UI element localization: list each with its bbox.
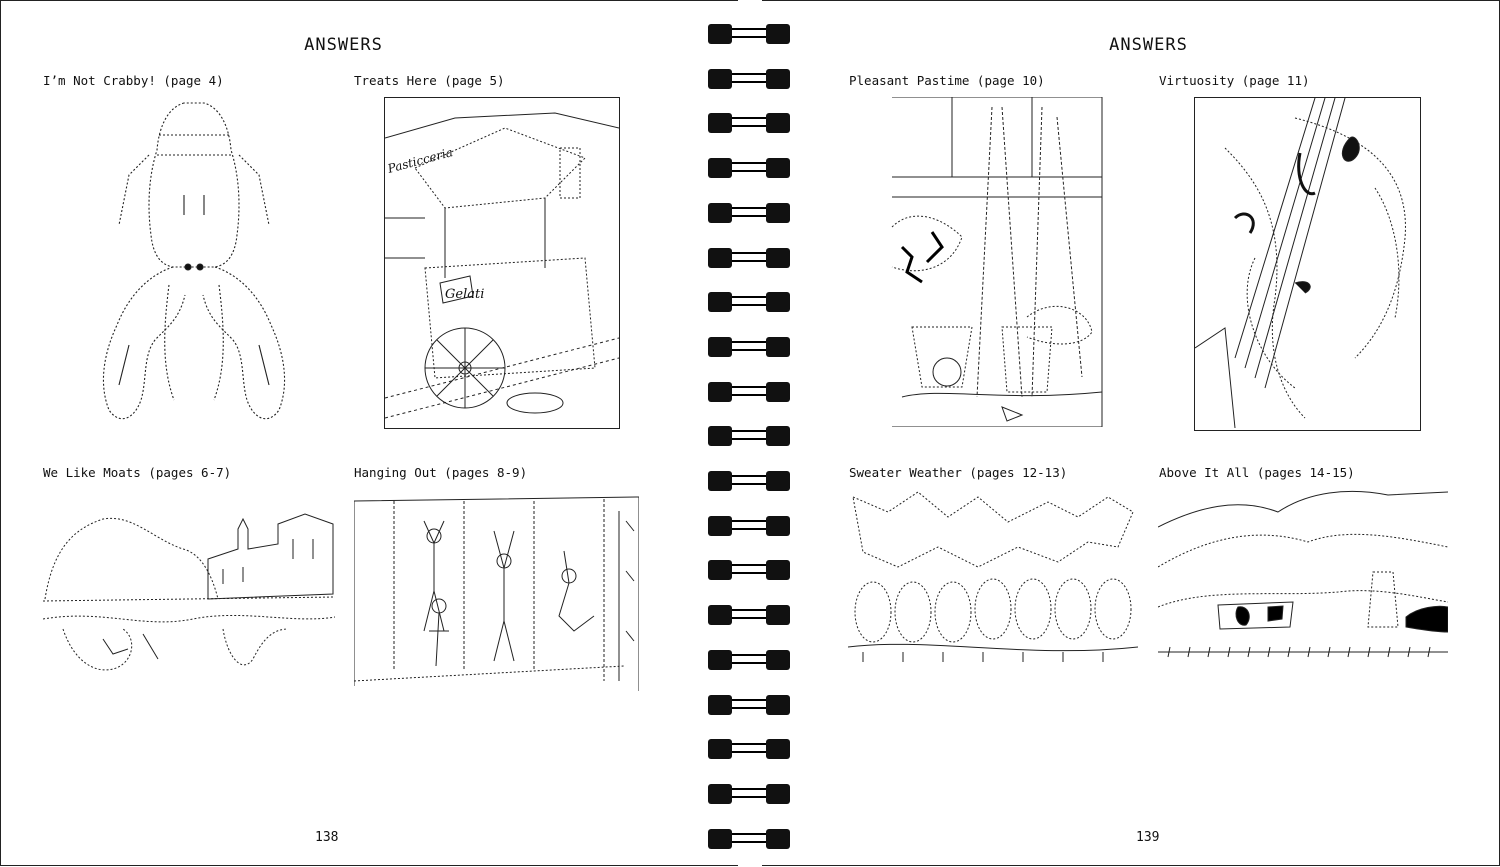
spiral-ring — [704, 828, 792, 849]
left-page: ANSWERS I’m Not Crabby! (page 4) Treats … — [0, 0, 738, 866]
sheep-flock-illustration — [848, 487, 1138, 667]
spiral-ring — [704, 426, 792, 447]
spiral-ring — [704, 560, 792, 581]
puzzle-caption: Treats Here (page 5) — [354, 73, 505, 88]
page-title: ANSWERS — [304, 35, 383, 55]
spiral-ring — [704, 471, 792, 491]
mountain-cows-illustration — [1158, 487, 1448, 667]
svg-text:Pasticceria: Pasticceria — [385, 145, 454, 176]
spiral-ring — [704, 292, 792, 313]
spiral-ring — [704, 24, 792, 44]
book-spine — [737, 0, 763, 867]
spiral-ring — [704, 783, 792, 804]
spiral-binding — [704, 10, 796, 860]
spiral-ring — [704, 605, 792, 626]
lobster-illustration — [89, 95, 299, 427]
spiral-ring — [704, 202, 792, 223]
puzzle-caption: Sweater Weather (pages 12-13) — [849, 465, 1068, 480]
spiral-ring — [704, 694, 792, 715]
spiral-ring — [704, 381, 792, 402]
puzzle-caption: I’m Not Crabby! (page 4) — [43, 73, 224, 88]
page-title: ANSWERS — [1109, 35, 1188, 55]
puzzle-caption: Pleasant Pastime (page 10) — [849, 73, 1045, 88]
spiral-ring — [704, 247, 792, 268]
moat-castle-illustration — [43, 489, 335, 689]
puzzle-caption: Virtuosity (page 11) — [1159, 73, 1310, 88]
puzzle-caption: Above It All (pages 14-15) — [1159, 465, 1355, 480]
page-number: 138 — [315, 830, 339, 845]
gelato-cart-illustration: Gelati Pasticceria — [384, 97, 620, 429]
right-page: ANSWERS Pleasant Pastime (page 10) Virtu… — [762, 0, 1500, 866]
spiral-ring — [704, 739, 792, 760]
puzzle-caption: Hanging Out (pages 8-9) — [354, 465, 528, 480]
svg-text:Gelati: Gelati — [445, 287, 484, 302]
spiral-ring — [704, 113, 792, 134]
spiral-ring — [704, 649, 792, 670]
page-number: 139 — [1136, 830, 1160, 845]
spiral-ring — [704, 158, 792, 179]
spiral-ring — [704, 336, 792, 357]
garden-pots-illustration — [882, 97, 1108, 427]
spiral-ring — [704, 515, 792, 536]
spiral-ring — [704, 68, 792, 89]
puzzle-caption: We Like Moats (pages 6-7) — [43, 465, 232, 480]
jungle-gym-kids-illustration — [354, 491, 639, 691]
violin-illustration — [1194, 97, 1421, 431]
